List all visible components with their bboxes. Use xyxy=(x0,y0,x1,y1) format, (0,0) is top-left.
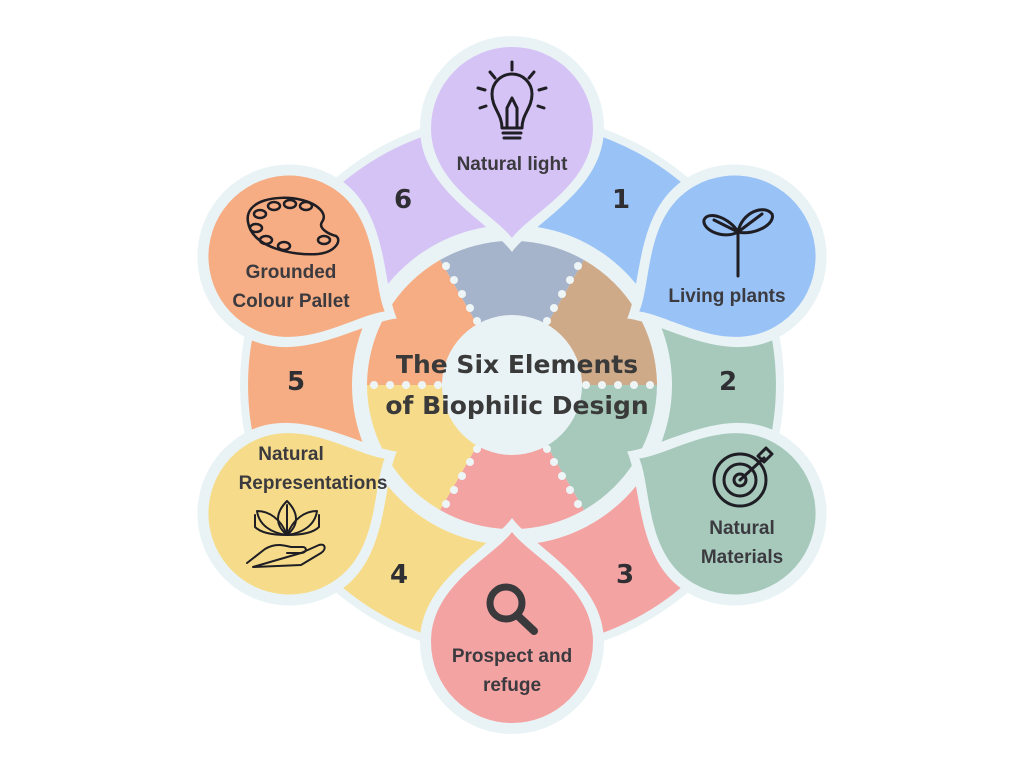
label-prospect-1: Prospect and xyxy=(452,646,572,667)
label-grounded-2: Colour Pallet xyxy=(232,291,350,312)
hand-leaves-icon xyxy=(246,500,326,568)
number-2: 2 xyxy=(719,367,737,397)
number-5: 5 xyxy=(287,367,305,397)
target-arrow-icon xyxy=(712,446,774,508)
palette-icon xyxy=(246,196,340,256)
inner-segment-top xyxy=(440,240,584,385)
label-natural-representations-1: Natural xyxy=(258,444,323,465)
petal-natural-representations xyxy=(197,423,397,606)
label-prospect-2: refuge xyxy=(483,675,541,696)
dotted-dividers xyxy=(370,262,654,508)
number-1: 1 xyxy=(612,185,630,215)
label-natural-materials-1: Natural xyxy=(709,518,774,539)
inner-segment-bottom xyxy=(440,385,584,530)
diagram-title-line-2: of Biophilic Design xyxy=(385,391,648,420)
number-4: 4 xyxy=(390,560,408,590)
petal-prospect-and-refuge xyxy=(420,518,604,734)
magnifier-icon xyxy=(486,583,538,635)
petal-natural-materials xyxy=(627,423,827,606)
number-6: 6 xyxy=(394,185,412,215)
label-grounded-1: Grounded xyxy=(246,262,337,283)
center-hole xyxy=(442,315,582,455)
sprout-icon xyxy=(702,208,774,278)
petal-grounded-colour-pallet xyxy=(197,164,397,347)
number-3: 3 xyxy=(616,560,634,590)
diagram-title-line-1: The Six Elements xyxy=(396,350,638,379)
lightbulb-icon xyxy=(476,60,548,140)
label-living-plants: Living plants xyxy=(668,286,785,307)
label-natural-light: Natural light xyxy=(457,154,569,175)
label-natural-materials-2: Materials xyxy=(701,547,783,568)
petal-natural-light xyxy=(420,36,604,252)
inner-ring xyxy=(352,225,672,545)
label-natural-representations-2: Representations xyxy=(239,473,388,494)
